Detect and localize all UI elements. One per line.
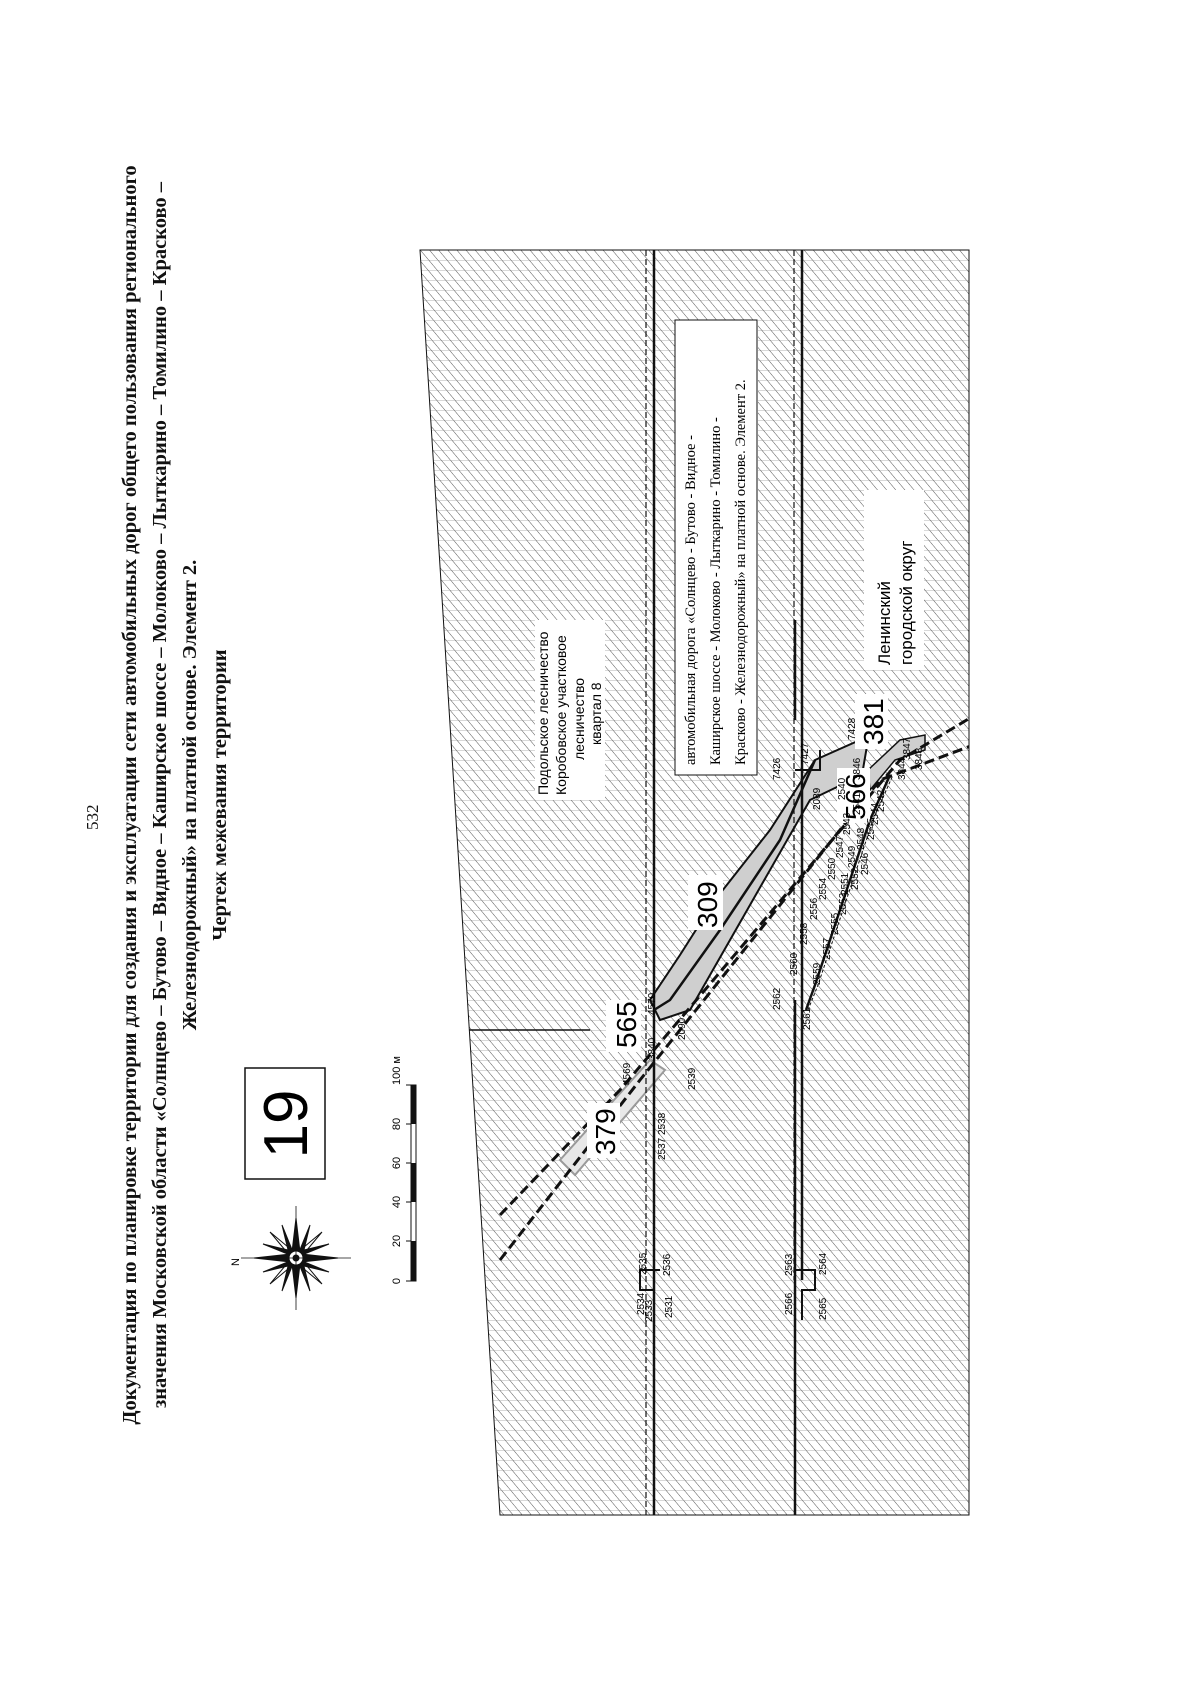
road-note-line-3: Красково - Железнодорожный» на платной о… [733, 379, 749, 765]
point-3840-a: 3840 [647, 1037, 658, 1060]
parcel-309-label: 309 [692, 881, 723, 928]
scale-tick-60: 60 [391, 1157, 403, 1169]
parcel-565-label: 565 [611, 1001, 642, 1048]
point-3844: 3844 [897, 757, 908, 780]
point-2551: 2551 [840, 872, 851, 895]
point-7428: 7428 [847, 717, 858, 740]
point-2553: 2553 [838, 892, 849, 915]
district-label: Ленинский городской округ [875, 541, 916, 665]
sheet-number: 19 [252, 1090, 321, 1159]
point-2556: 2556 [809, 897, 820, 920]
point-2554: 2554 [818, 877, 829, 900]
point-2535: 2535 [638, 1252, 649, 1275]
point-2550: 2550 [827, 857, 838, 880]
road-note: автомобильная дорога «Солнцево - Бутово … [683, 379, 749, 765]
point-2562: 2562 [772, 987, 783, 1010]
point-2544: 2544 [870, 802, 881, 825]
north-label: N [230, 1258, 242, 1266]
point-2531: 2531 [664, 1295, 675, 1318]
point-2555: 2555 [830, 912, 841, 935]
compass-rose-icon: N [230, 1206, 351, 1310]
point-2557: 2557 [822, 937, 833, 960]
point-2537: 2537 [657, 1137, 668, 1160]
point-2564: 2564 [818, 1252, 829, 1275]
point-2560: 2560 [789, 952, 800, 975]
forestry-line-3: лесничество [571, 678, 587, 760]
road-note-line-2: Каширское шоссе - Молоково - Лыткарино -… [708, 417, 724, 765]
point-2565: 2565 [818, 1297, 829, 1320]
point-2549: 2549 [847, 845, 858, 868]
parcel-381-label: 381 [858, 698, 889, 745]
point-4570: 4570 [647, 992, 658, 1015]
point-4569: 4569 [622, 1062, 633, 1085]
point-2536: 2536 [662, 1253, 673, 1276]
district-line-1: Ленинский [875, 581, 894, 665]
scale-tick-40: 40 [391, 1196, 403, 1208]
point-2538: 2538 [657, 1112, 668, 1135]
road-note-line-1: автомобильная дорога «Солнцево - Бутово … [683, 435, 699, 765]
point-2546: 2546 [860, 852, 871, 875]
point-2534: 2534 [636, 1292, 647, 1315]
point-3848: 3848 [914, 747, 925, 770]
point-3847: 3847 [902, 737, 913, 760]
scale-tick-0: 0 [391, 1278, 403, 1284]
point-2566: 2566 [784, 1292, 795, 1315]
point-2559: 2559 [812, 962, 823, 985]
scale-tick-100: 100 м [391, 1056, 403, 1085]
parcel-566-label: 566 [840, 773, 871, 820]
point-2545: 2545 [866, 817, 877, 840]
forestry-label: Подольское лесничество Коробовское участ… [535, 631, 604, 795]
point-3846: 3846 [852, 757, 863, 780]
scale-bar: 0 20 40 60 80 100 м [391, 1056, 417, 1284]
point-2541: 2541 [852, 792, 863, 815]
point-2548: 2548 [856, 827, 867, 850]
point-2561: 2561 [802, 1007, 813, 1030]
point-2533: 2533 [644, 1299, 655, 1322]
point-2542: 2542 [876, 789, 887, 812]
point-2547: 2547 [835, 835, 846, 858]
parcel-379-label: 379 [590, 1108, 621, 1155]
point-2539: 2539 [687, 1067, 698, 1090]
forestry-line-1: Подольское лесничество [535, 631, 551, 795]
point-2540: 2540 [837, 777, 848, 800]
point-2089: 2089 [812, 787, 823, 810]
scale-tick-20: 20 [391, 1235, 403, 1247]
point-2563: 2563 [784, 1253, 795, 1276]
point-2543: 2543 [842, 812, 853, 835]
point-2552: 2552 [850, 867, 861, 890]
forestry-line-2: Коробовское участковое [553, 635, 569, 795]
point-2090: 2090 [677, 1017, 688, 1040]
point-2558: 2558 [799, 922, 810, 945]
forestry-line-4: квартал 8 [588, 682, 604, 745]
point-7427: 7427 [800, 742, 811, 765]
sheet-number-box: 19 [244, 1067, 326, 1180]
point-7426: 7426 [772, 757, 783, 780]
scale-tick-80: 80 [391, 1118, 403, 1130]
district-line-2: городской округ [897, 541, 916, 665]
